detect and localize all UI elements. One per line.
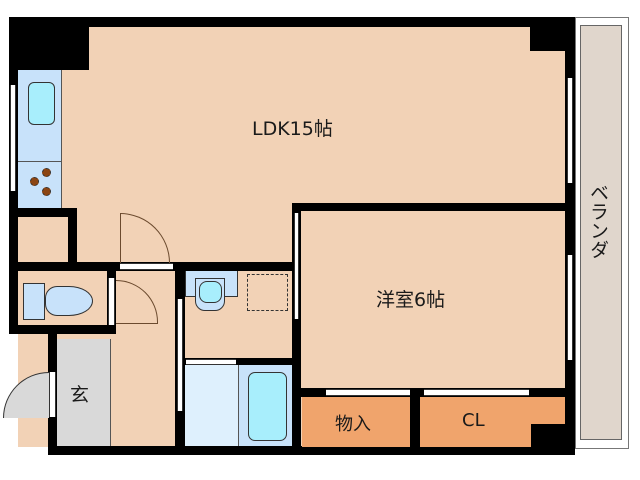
balcony-floor [580,25,622,440]
stove-burner-icon [42,187,51,196]
balcony-label: ベランダ [587,183,609,259]
door-bath[interactable] [186,359,236,365]
toilet-tank-icon [23,283,45,320]
wall-washroom-bath [185,358,292,365]
front-door[interactable] [49,372,56,417]
washing-machine-space-icon [247,274,288,311]
wall-western-top [292,203,565,211]
western-room-label: 洋室6帖 [376,289,446,311]
stove-burner-icon [30,177,39,186]
door-swing-front [3,372,49,418]
wall-top [9,17,575,27]
washbasin-bowl-icon [199,281,222,303]
toilet-bowl-icon [45,286,93,316]
storage-label: 物入 [335,414,371,435]
wall-top-left-block [9,17,89,70]
wall-bottom [48,446,575,455]
storage-floor [302,397,410,447]
wall-storage-divider [410,388,420,448]
closet-corner-block [531,424,565,448]
window-western-balcony [567,255,573,360]
ldk-label: LDK15帖 [252,118,333,140]
door-western[interactable] [294,213,299,319]
closet-door[interactable] [424,389,529,396]
wall-western-left [292,203,301,455]
door-ldk[interactable] [120,263,173,270]
storage-door[interactable] [326,389,411,396]
window-ldk-balcony [567,78,573,183]
bathroom-floor [185,365,239,446]
entrance-label: 玄 [70,384,90,406]
kitchen-sink-icon [28,82,55,125]
wall-right [565,17,575,455]
door-toilet[interactable] [108,278,115,325]
wall-closet-right [68,208,77,270]
entrance-floor [57,339,111,446]
bathtub-icon [248,372,287,441]
kitchen-divider [18,161,62,162]
wall-toilet-bottom [9,325,116,334]
window-kitchen [10,85,16,191]
closet-label: CL [462,410,485,431]
wall-kitchen-bottom [9,208,77,217]
stove-burner-icon [42,168,51,177]
door-washroom[interactable] [177,299,183,411]
